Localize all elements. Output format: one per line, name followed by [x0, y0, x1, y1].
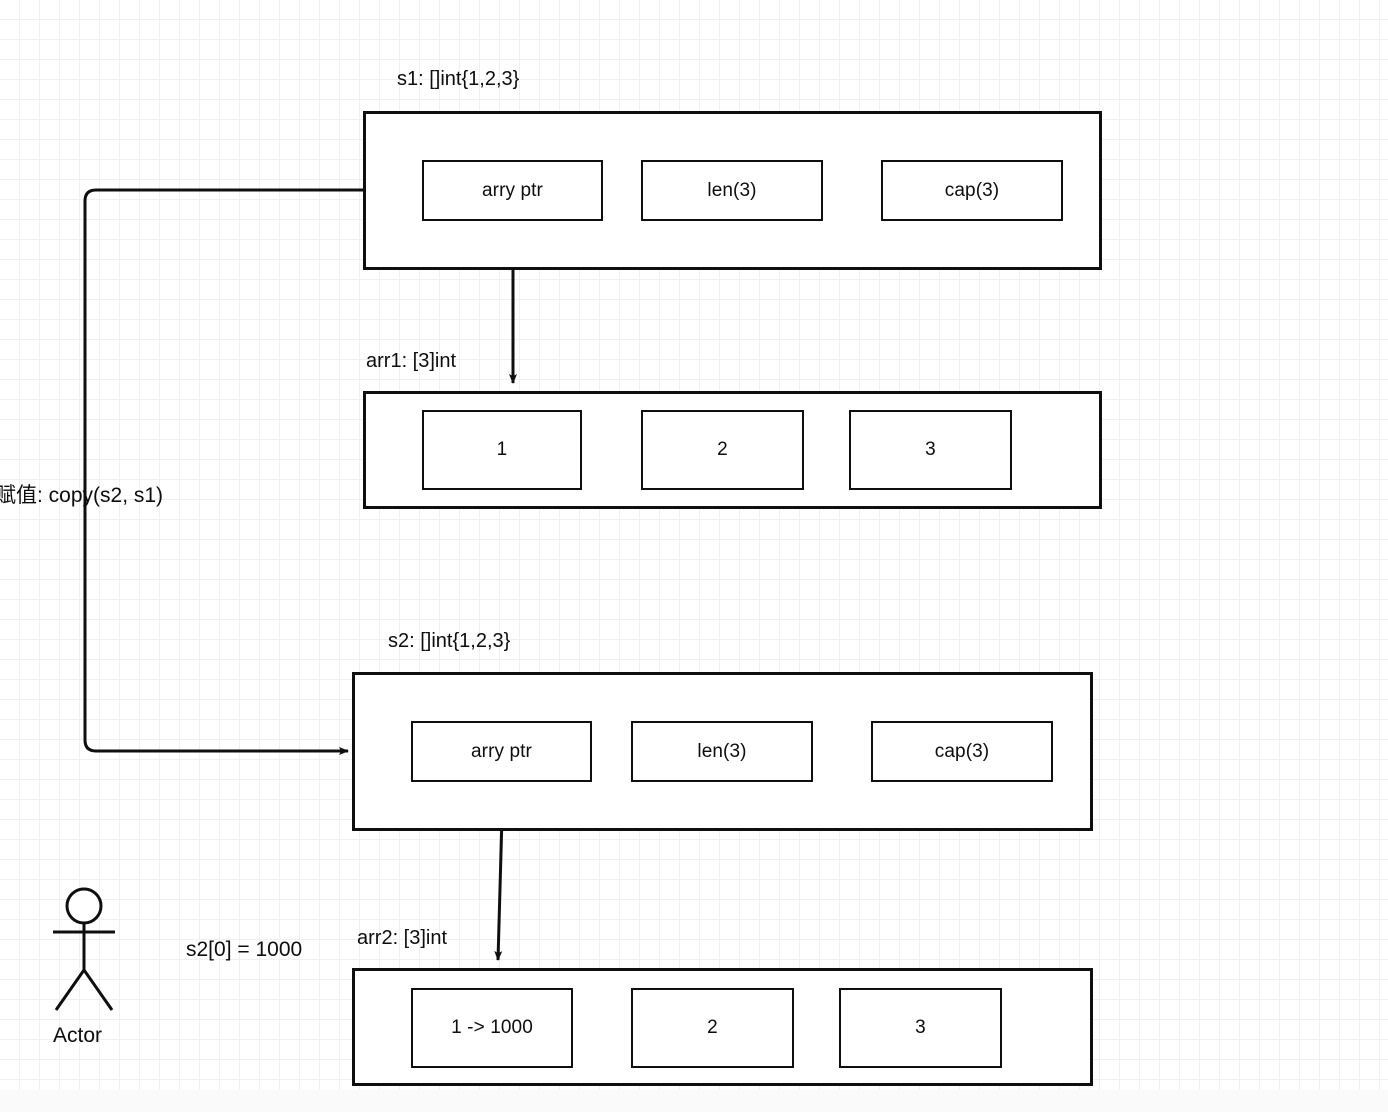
arr2-cell-2-label: 3	[915, 1017, 926, 1038]
s2-field-arry-ptr-label: arry ptr	[471, 740, 532, 762]
copy-note-label: 赋值: copy(s2, s1)	[0, 484, 164, 507]
actor-label: Actor	[53, 1024, 103, 1047]
s2-field-arry-ptr: arry ptr	[411, 721, 592, 782]
s2-field-len-label: len(3)	[697, 740, 747, 762]
arr2-cell-1-label: 2	[707, 1017, 718, 1038]
s2-field-cap-label: cap(3)	[934, 740, 990, 762]
arr1-cell-0: 1	[422, 410, 582, 490]
arr2-cell-1: 2	[631, 988, 794, 1068]
arr1-cell-0-label: 1	[496, 439, 508, 460]
copy-connector	[83, 188, 363, 755]
arr1-cell-1: 2	[641, 410, 804, 490]
arr1-cell-2: 3	[849, 410, 1012, 490]
page-margin-below	[0, 1090, 1388, 1112]
assign-note-label: s2[0] = 1000	[186, 938, 303, 961]
arr1-cell-1-label: 2	[717, 439, 728, 460]
s1-field-arry-ptr-label: arry ptr	[482, 179, 543, 201]
actor-figure	[53, 887, 115, 1011]
s1-field-len: len(3)	[641, 160, 823, 221]
arr1-cell-2-label: 3	[925, 439, 936, 460]
arr2-cell-2: 3	[839, 988, 1002, 1068]
arr2-cell-0: 1 -> 1000	[411, 988, 573, 1068]
arr2-cell-0-label: 1 -> 1000	[451, 1017, 533, 1038]
s1-field-len-label: len(3)	[707, 179, 757, 201]
s2-field-cap: cap(3)	[871, 721, 1053, 782]
s1-field-cap-label: cap(3)	[944, 179, 1000, 201]
s1-title-label: s1: []int{1,2,3}	[397, 68, 520, 90]
s1-field-cap: cap(3)	[881, 160, 1063, 221]
arr1-title-label: arr1: [3]int	[366, 350, 457, 372]
s1-field-arry-ptr: arry ptr	[422, 160, 603, 221]
arr2-title-label: arr2: [3]int	[357, 927, 448, 949]
s2-field-len: len(3)	[631, 721, 813, 782]
s2-title-label: s2: []int{1,2,3}	[388, 630, 511, 652]
